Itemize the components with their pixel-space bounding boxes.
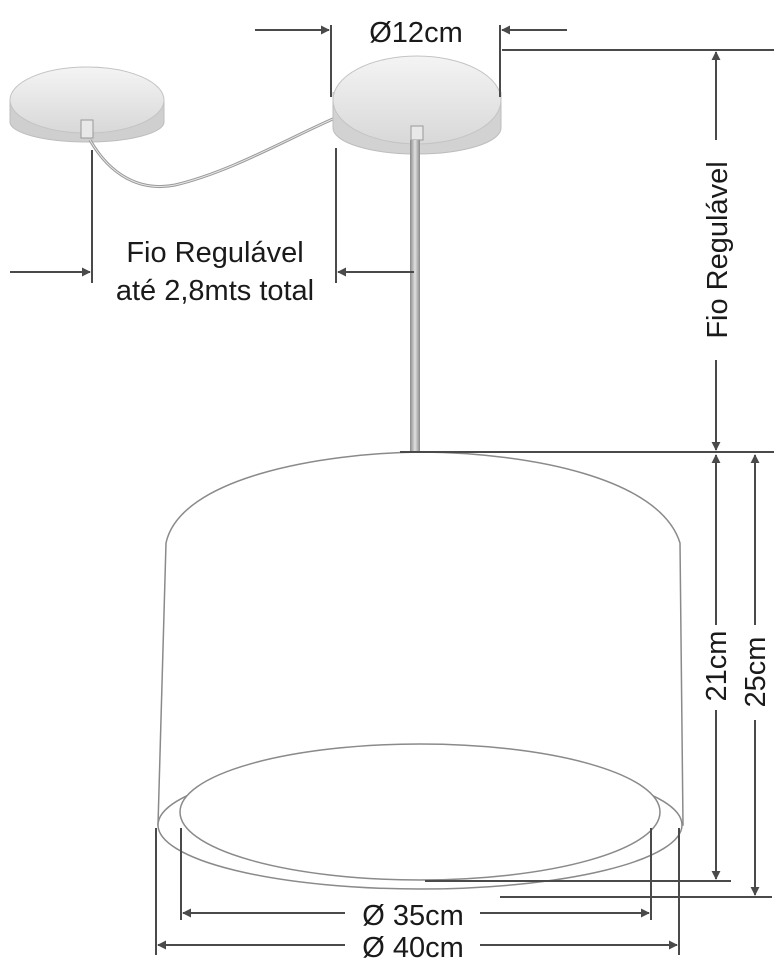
inner-diffuser-rim bbox=[179, 743, 661, 881]
wire-height-label: Fio Regulável bbox=[702, 161, 734, 338]
outer-diameter-label: Ø 40cm bbox=[362, 932, 464, 961]
wire-length-dimension bbox=[10, 148, 414, 283]
wire-height-dimension bbox=[400, 49, 774, 453]
shade-height-label: 21cm bbox=[701, 631, 733, 702]
left-canopy bbox=[9, 66, 165, 143]
canopy-diameter-label: Ø12cm bbox=[369, 17, 462, 49]
pendant-rod bbox=[410, 140, 420, 452]
diameter-dimensions bbox=[155, 828, 680, 955]
drum-shade bbox=[157, 451, 684, 890]
total-height-label: 25cm bbox=[740, 637, 772, 708]
canopy-diameter-dimension bbox=[255, 25, 567, 97]
right-canopy bbox=[332, 55, 502, 155]
wire-length-label-line1: Fio Regulável bbox=[126, 237, 303, 269]
inner-diameter-label: Ø 35cm bbox=[362, 900, 464, 932]
wire-length-label-line2: até 2,8mts total bbox=[116, 275, 314, 307]
